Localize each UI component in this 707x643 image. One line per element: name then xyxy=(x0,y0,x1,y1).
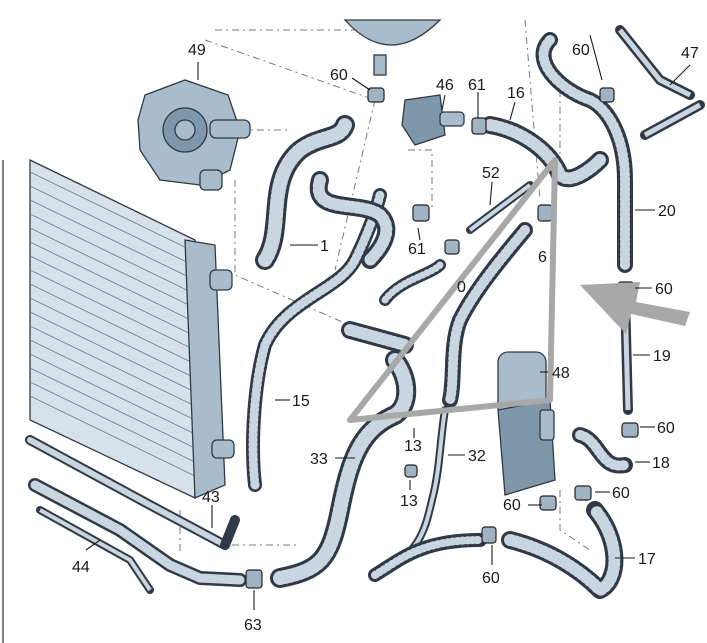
callout-6: 6 xyxy=(538,249,547,266)
overlay-arrow xyxy=(580,282,690,334)
callout-33: 33 xyxy=(310,451,328,468)
callout-60: 60 xyxy=(503,497,521,514)
callout-17: 17 xyxy=(638,551,656,568)
callout-49: 49 xyxy=(188,42,206,59)
callout-48: 48 xyxy=(552,365,570,382)
valve-46 xyxy=(401,94,465,146)
callout-1: 1 xyxy=(320,238,329,255)
leader-lines xyxy=(85,34,691,610)
callout-61: 61 xyxy=(468,77,486,94)
callout-60: 60 xyxy=(655,281,673,298)
water-pump xyxy=(137,79,251,191)
callout-20: 20 xyxy=(658,203,676,220)
callout-13: 13 xyxy=(400,493,418,510)
callout-44: 44 xyxy=(72,559,90,576)
callout-52: 52 xyxy=(482,165,500,182)
callout-labels: 49 60 46 61 16 60 47 52 1 61 6 20 60 0 1… xyxy=(72,42,699,634)
callout-60: 60 xyxy=(657,420,675,437)
cooler-pipes xyxy=(25,435,247,594)
gray-overlay xyxy=(347,157,690,423)
callout-18: 18 xyxy=(652,455,670,472)
guide-lines xyxy=(179,19,591,555)
callout-60: 60 xyxy=(572,42,590,59)
radiator xyxy=(29,158,235,500)
callout-16: 16 xyxy=(507,85,525,102)
expansion-tank xyxy=(343,19,442,76)
callout-60: 60 xyxy=(330,67,348,84)
callout-15: 15 xyxy=(292,393,310,410)
auxiliary-pump xyxy=(497,351,556,496)
callout-46: 46 xyxy=(436,77,454,94)
callout-32: 32 xyxy=(468,448,486,465)
callout-19: 19 xyxy=(653,348,671,365)
callout-0: 0 xyxy=(457,279,466,296)
callout-43: 43 xyxy=(202,489,220,506)
callout-63: 63 xyxy=(244,617,262,634)
overlay-triangle xyxy=(347,157,558,423)
callout-60: 60 xyxy=(482,570,500,587)
clamps xyxy=(245,87,639,589)
hoses xyxy=(220,25,705,599)
callout-61: 61 xyxy=(408,241,426,258)
callout-13: 13 xyxy=(404,438,422,455)
callout-47: 47 xyxy=(681,45,699,62)
callout-60: 60 xyxy=(612,485,630,502)
